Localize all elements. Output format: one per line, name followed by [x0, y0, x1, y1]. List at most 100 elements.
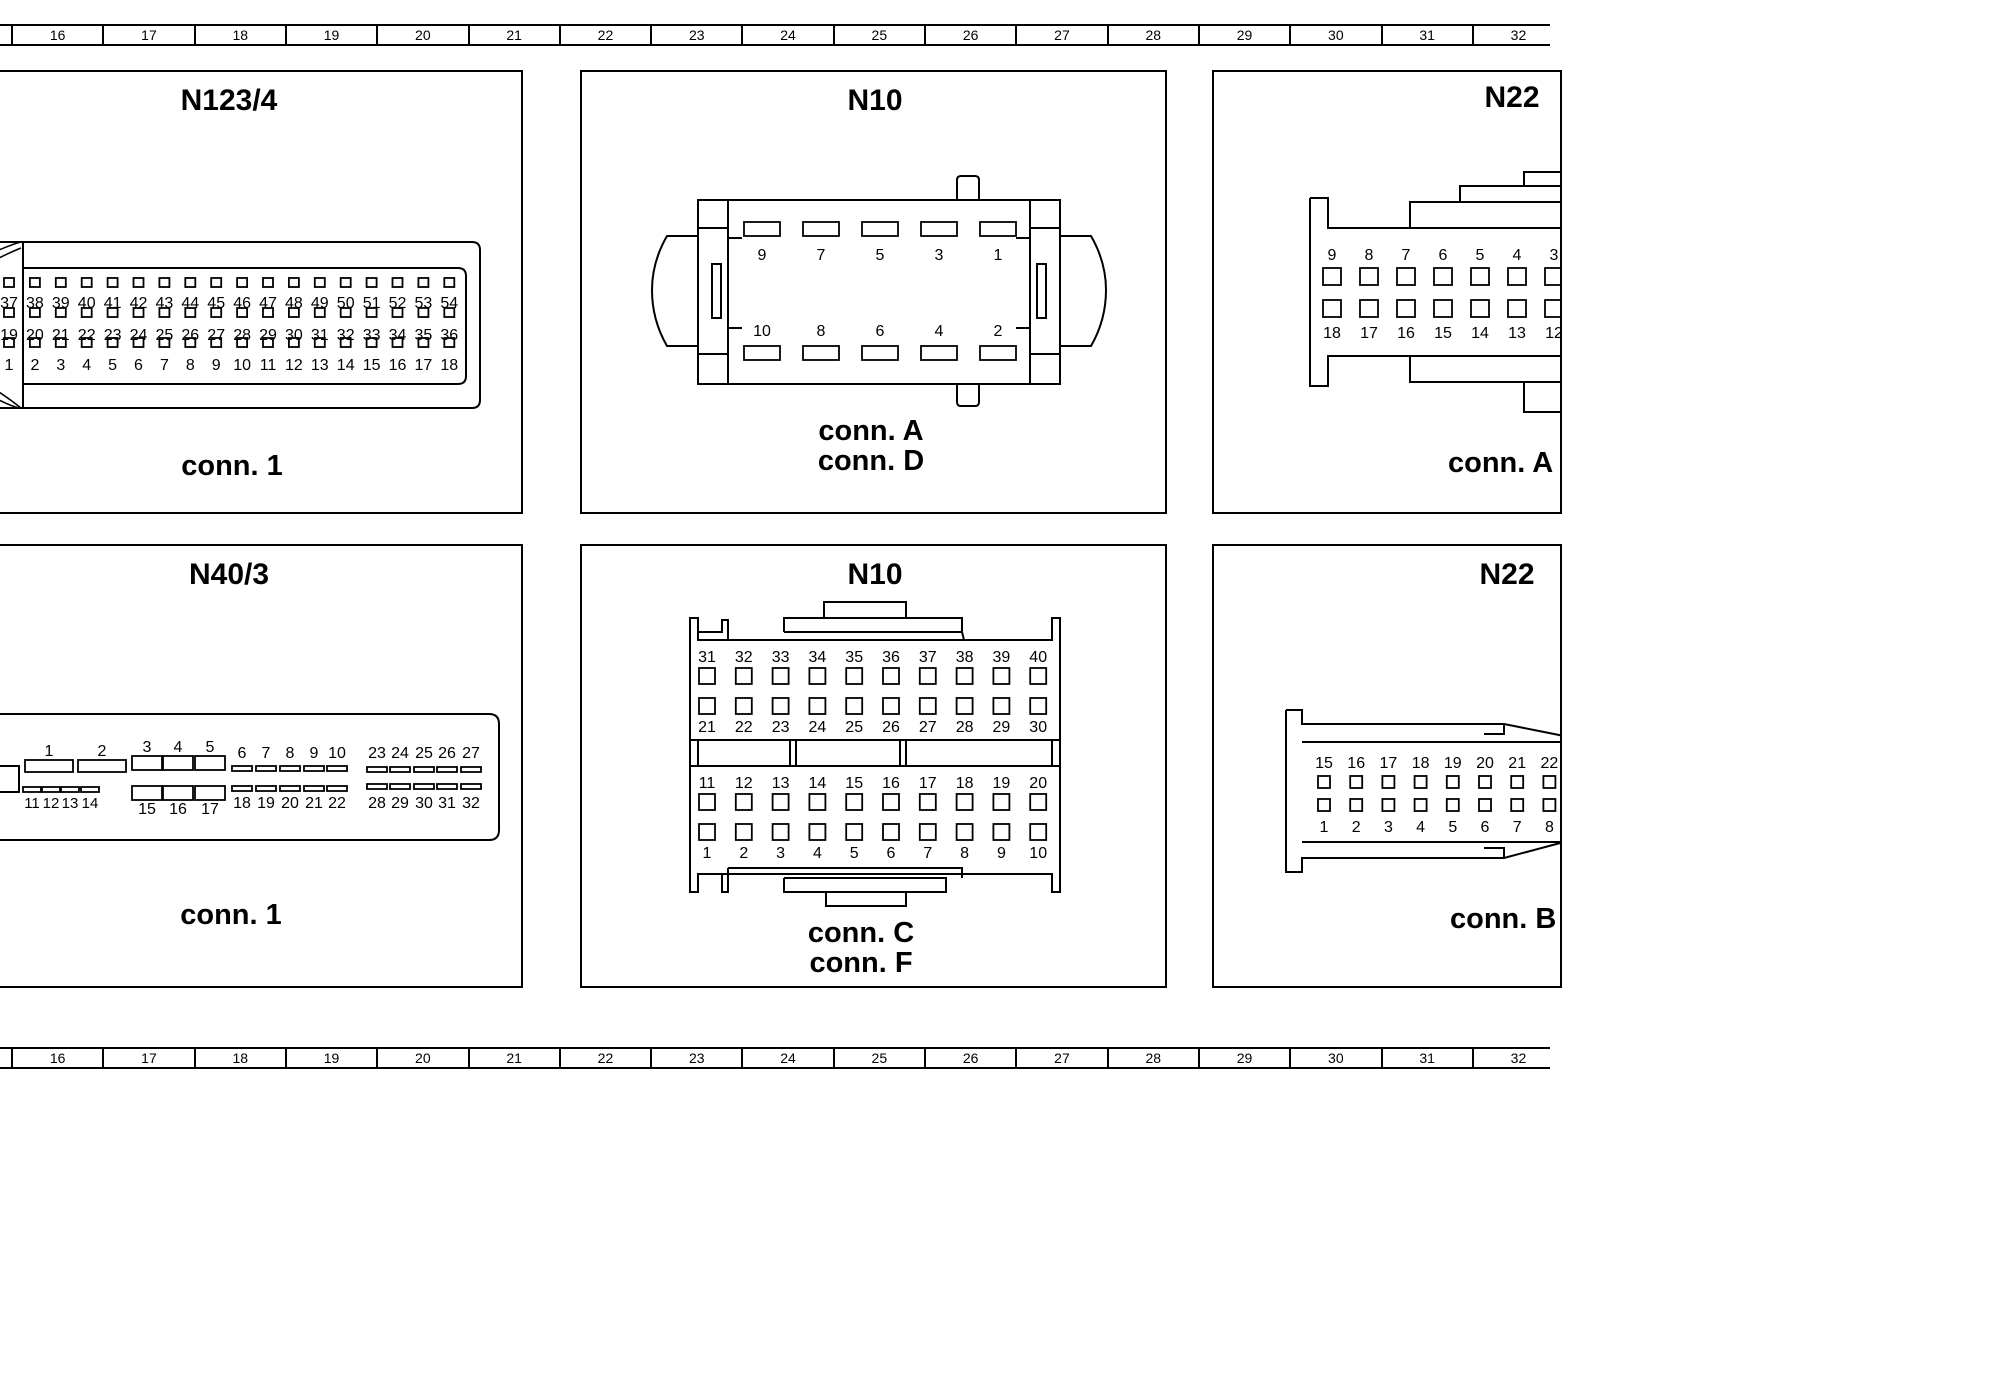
pin-label: 17 [415, 357, 433, 374]
pin-terminal [1478, 798, 1492, 812]
pin-terminal [920, 221, 958, 237]
pin-label: 16 [882, 775, 900, 792]
pin-label: 2 [994, 323, 1003, 340]
pin-label: 37 [0, 295, 18, 312]
pin-terminal [1478, 775, 1492, 789]
pin-label: 16 [1347, 755, 1365, 772]
pin-terminal [1470, 299, 1490, 318]
pin-label: 5 [850, 845, 859, 862]
pin-label: 14 [82, 795, 99, 812]
pin-terminal [391, 277, 404, 288]
pin-label: 6 [887, 845, 896, 862]
pin-label: 3 [776, 845, 785, 862]
pin-terminal [861, 345, 899, 361]
pin-terminal [460, 766, 482, 773]
pin-terminal [210, 307, 223, 318]
pin-label: 10 [328, 745, 346, 762]
pin-label: 50 [337, 295, 355, 312]
pin-terminal [389, 783, 411, 790]
pin-terminal [131, 785, 163, 801]
pin-label: 28 [368, 795, 386, 812]
pin-label: 4 [813, 845, 822, 862]
ruler-cell [0, 26, 10, 44]
pin-label: 14 [337, 357, 355, 374]
ruler-cell: 19 [284, 1049, 376, 1067]
pin-terminal [210, 277, 223, 288]
pin-terminal [131, 755, 163, 771]
pin-terminal [41, 786, 61, 793]
pin-label: 18 [956, 775, 974, 792]
pin-terminal [1544, 299, 1560, 318]
pin-terminal [255, 765, 277, 772]
pin-terminal [3, 307, 15, 318]
pin-terminal [366, 783, 388, 790]
pin-label: 3 [56, 357, 65, 374]
pin-label: 29 [259, 327, 277, 344]
pin-label: 38 [956, 649, 974, 666]
ruler-cell: 32 [1471, 1049, 1563, 1067]
ruler-cell: 17 [102, 1049, 193, 1067]
pin-label: 1 [703, 845, 712, 862]
pin-terminal [1396, 299, 1416, 318]
pin-terminal [861, 221, 899, 237]
connector-label: conn. 1 [180, 899, 282, 931]
pin-label: 34 [809, 649, 827, 666]
pin-terminal [22, 786, 42, 793]
pin-label: 5 [108, 357, 117, 374]
pin-label: 2 [30, 357, 39, 374]
ruler-cell: 23 [650, 26, 741, 44]
connector-label-d: conn. D [818, 445, 924, 477]
pin-terminal [808, 793, 827, 811]
pin-terminal [845, 697, 864, 715]
pin-label: 7 [1402, 247, 1411, 264]
ruler-cell: 18 [193, 1049, 285, 1067]
pin-label: 16 [1397, 325, 1415, 342]
pin-terminal [339, 277, 352, 288]
pin-terminal [1542, 798, 1557, 812]
pin-label: 1 [1320, 819, 1329, 836]
pin-label: 21 [305, 795, 323, 812]
pin-terminal [443, 307, 456, 318]
pin-label: 18 [440, 357, 458, 374]
pin-terminal [279, 765, 301, 772]
pin-label: 7 [923, 845, 932, 862]
pin-label: 6 [876, 323, 885, 340]
pin-terminal [1433, 299, 1453, 318]
pin-terminal [279, 785, 301, 792]
pin-terminal [698, 667, 716, 685]
pin-label: 43 [156, 295, 174, 312]
pin-terminal [413, 766, 435, 773]
pin-label: 5 [206, 739, 215, 756]
pin-terminal [184, 337, 197, 348]
pin-label: 31 [311, 327, 329, 344]
pin-terminal [60, 786, 80, 793]
pin-terminal [184, 307, 197, 318]
pin-label: 18 [1412, 755, 1430, 772]
connector-label: conn. 1 [181, 450, 283, 482]
pin-terminal [992, 793, 1011, 811]
pin-terminal [460, 783, 482, 790]
pin-label: 9 [310, 745, 319, 762]
pin-label: 11 [699, 775, 716, 792]
pin-terminal [417, 307, 430, 318]
pin-label: 25 [845, 719, 863, 736]
pin-label: 23 [104, 327, 122, 344]
pin-label: 15 [363, 357, 381, 374]
pin-label: 27 [462, 745, 480, 762]
pin-terminal [3, 277, 15, 288]
pin-terminal [158, 337, 171, 348]
pin-label: 10 [1029, 845, 1047, 862]
pin-terminal [262, 307, 274, 318]
pin-label: 30 [1029, 719, 1047, 736]
pin-terminal [236, 337, 249, 348]
pin-label: 15 [1434, 325, 1452, 342]
pin-terminal [771, 793, 790, 811]
pin-label: 2 [739, 845, 748, 862]
pin-terminal [80, 307, 93, 318]
pin-terminal [734, 697, 753, 715]
